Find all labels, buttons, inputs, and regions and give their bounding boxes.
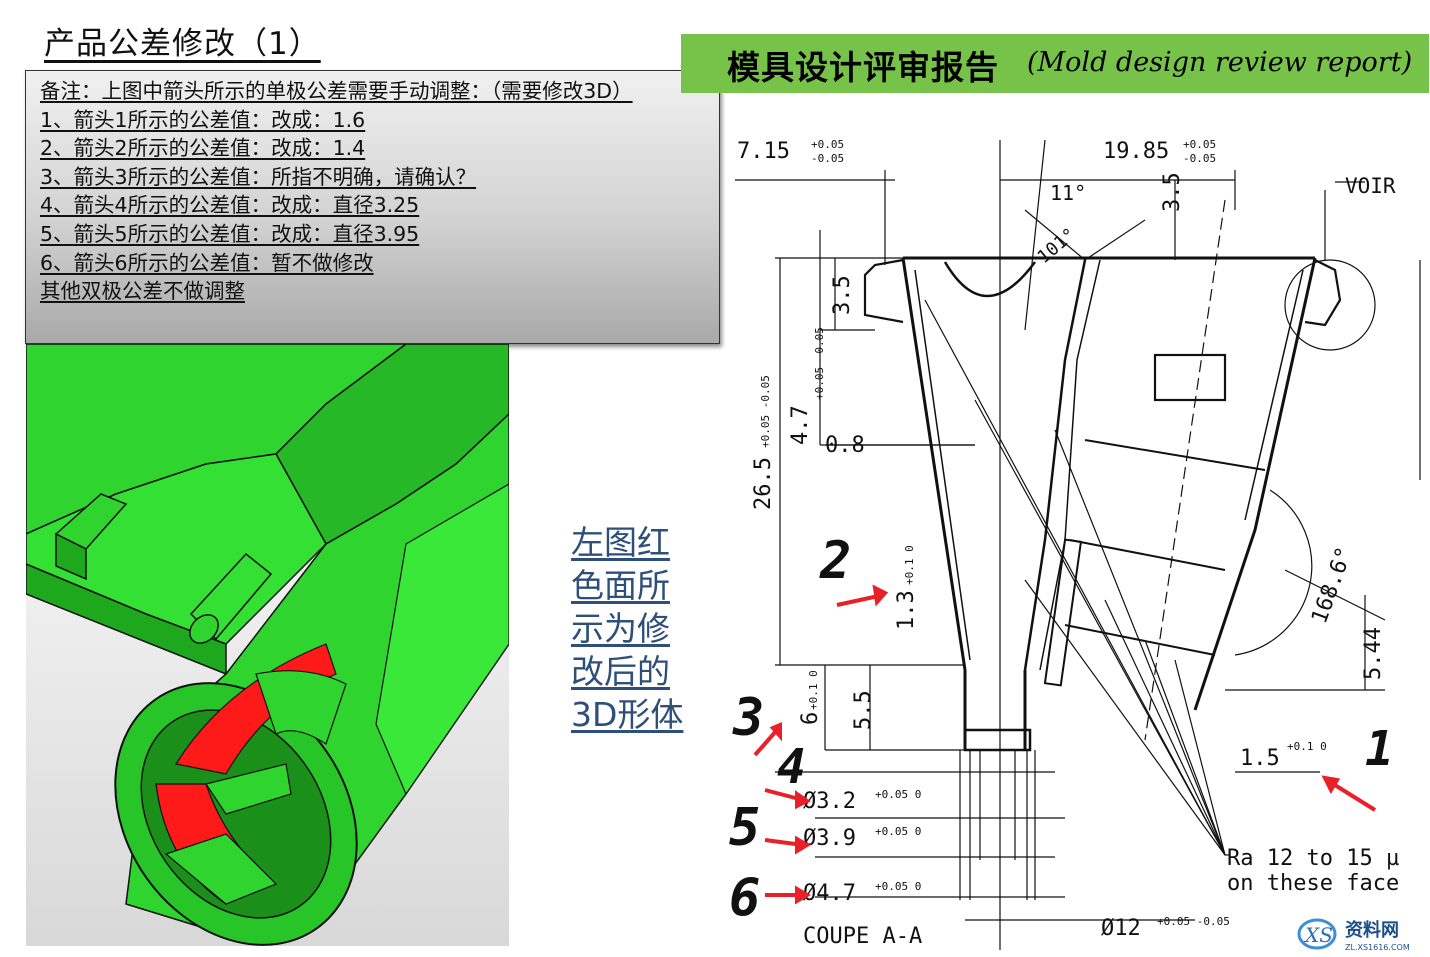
- angle-11: 11°: [1050, 181, 1086, 205]
- marker-4: 4: [777, 739, 806, 795]
- dim-19-85: 19.85: [1103, 139, 1169, 164]
- dim-19-85-tol-up: +0.05: [1183, 138, 1216, 151]
- dim-4-7: 4.7: [788, 405, 813, 445]
- caption-line: 色面所: [571, 566, 670, 605]
- note-line: 1、箭头1所示的公差值：改成：1.6: [40, 107, 366, 132]
- dim-7-15-tol-dn: -0.05: [811, 152, 844, 165]
- dim-26-5: 26.5: [751, 457, 776, 510]
- marker-2: 2: [819, 531, 851, 591]
- model-3d-render: [26, 344, 509, 946]
- dim-3-5-left: 3.5: [830, 275, 855, 315]
- marker-5: 5: [729, 798, 760, 858]
- technical-drawing: 7.15 +0.05 -0.05 19.85 +0.05 -0.05 VOIR …: [729, 138, 1421, 950]
- dia-3-2-tol: +0.05 0: [875, 788, 921, 801]
- dim-1-5-tol: +0.1 0: [1287, 740, 1327, 753]
- report-banner: [681, 34, 1429, 93]
- dia-12: Ø12: [1101, 916, 1141, 941]
- dia-3-9: Ø3.9: [803, 826, 856, 851]
- note-box: 备注：上图中箭头所示的单极公差需要手动调整：（需要修改3D） 1、箭头1所示的公…: [25, 70, 720, 344]
- model-caption: 左图红 色面所 示为修 改后的 3D形体: [571, 521, 701, 736]
- dia-3-9-tol: +0.05 0: [875, 825, 921, 838]
- dia-4-7: Ø4.7: [803, 881, 856, 906]
- caption-line: 示为修: [571, 609, 670, 648]
- ra-note-line2: on these face: [1227, 871, 1399, 896]
- watermark-text: 资料网: [1345, 919, 1399, 941]
- dim-1-3: 1.3: [894, 590, 919, 630]
- dim-3-5-top: 3.5: [1160, 172, 1185, 212]
- note-line: 4、箭头4所示的公差值：改成：直径3.25: [40, 193, 420, 218]
- dim-26-5-tol: +0.05 -0.05: [759, 375, 772, 448]
- dim-1-5: 1.5: [1240, 746, 1280, 771]
- page-title: 产品公差修改（1）: [44, 26, 321, 62]
- dim-7-15-tol-up: +0.05: [811, 138, 844, 151]
- dim-19-85-tol-dn: -0.05: [1183, 152, 1216, 165]
- dim-5-5: 5.5: [851, 690, 876, 730]
- svg-text:XS: XS: [1303, 923, 1333, 947]
- caption-line: 改后的: [571, 652, 670, 691]
- caption-line: 3D形体: [571, 695, 684, 734]
- dim-6-tol: +0.1 0: [807, 670, 820, 710]
- watermark-url: ZL.XS1616.COM: [1345, 943, 1410, 952]
- note-line: 其他双极公差不做调整: [40, 279, 245, 304]
- banner-title-cn: 模具设计评审报告: [727, 48, 999, 87]
- angle-101: 101°: [1033, 224, 1080, 268]
- dim-7-15: 7.15: [737, 139, 790, 164]
- watermark-logo: XS 资料网 ZL.XS1616.COM: [1297, 918, 1410, 952]
- note-line: 备注：上图中箭头所示的单极公差需要手动调整：（需要修改3D）: [40, 79, 633, 103]
- caption-line: 左图红: [571, 523, 670, 562]
- dia-3-2: Ø3.2: [803, 789, 856, 814]
- banner-title-en: (Mold design review report): [1027, 47, 1413, 78]
- marker-6: 6: [729, 868, 760, 928]
- dim-4-7-tol: +0.05 -0.05: [813, 327, 826, 400]
- dia-12-tol: +0.05 -0.05: [1157, 915, 1230, 928]
- ra-note-line1: Ra 12 to 15 µ: [1227, 846, 1399, 871]
- dim-6: 6: [798, 712, 823, 725]
- dim-5-44: 5.44: [1361, 627, 1386, 680]
- note-line: 2、箭头2所示的公差值：改成：1.4: [40, 136, 366, 161]
- note-line: 6、箭头6所示的公差值：暂不做修改: [40, 250, 374, 275]
- note-line: 5、箭头5所示的公差值：改成：直径3.95: [40, 221, 420, 246]
- note-line: 3、箭头3所示的公差值：所指不明确，请确认？: [40, 164, 477, 189]
- section-label: COUPE A-A: [803, 924, 922, 949]
- marker-3: 3: [732, 688, 764, 748]
- marker-1: 1: [1365, 721, 1394, 777]
- voir-label: VOIR: [1345, 174, 1396, 198]
- dia-4-7-tol: +0.05 0: [875, 880, 921, 893]
- dim-0-8: 0.8: [825, 433, 865, 458]
- dim-1-3-tol: +0.1 0: [903, 545, 916, 585]
